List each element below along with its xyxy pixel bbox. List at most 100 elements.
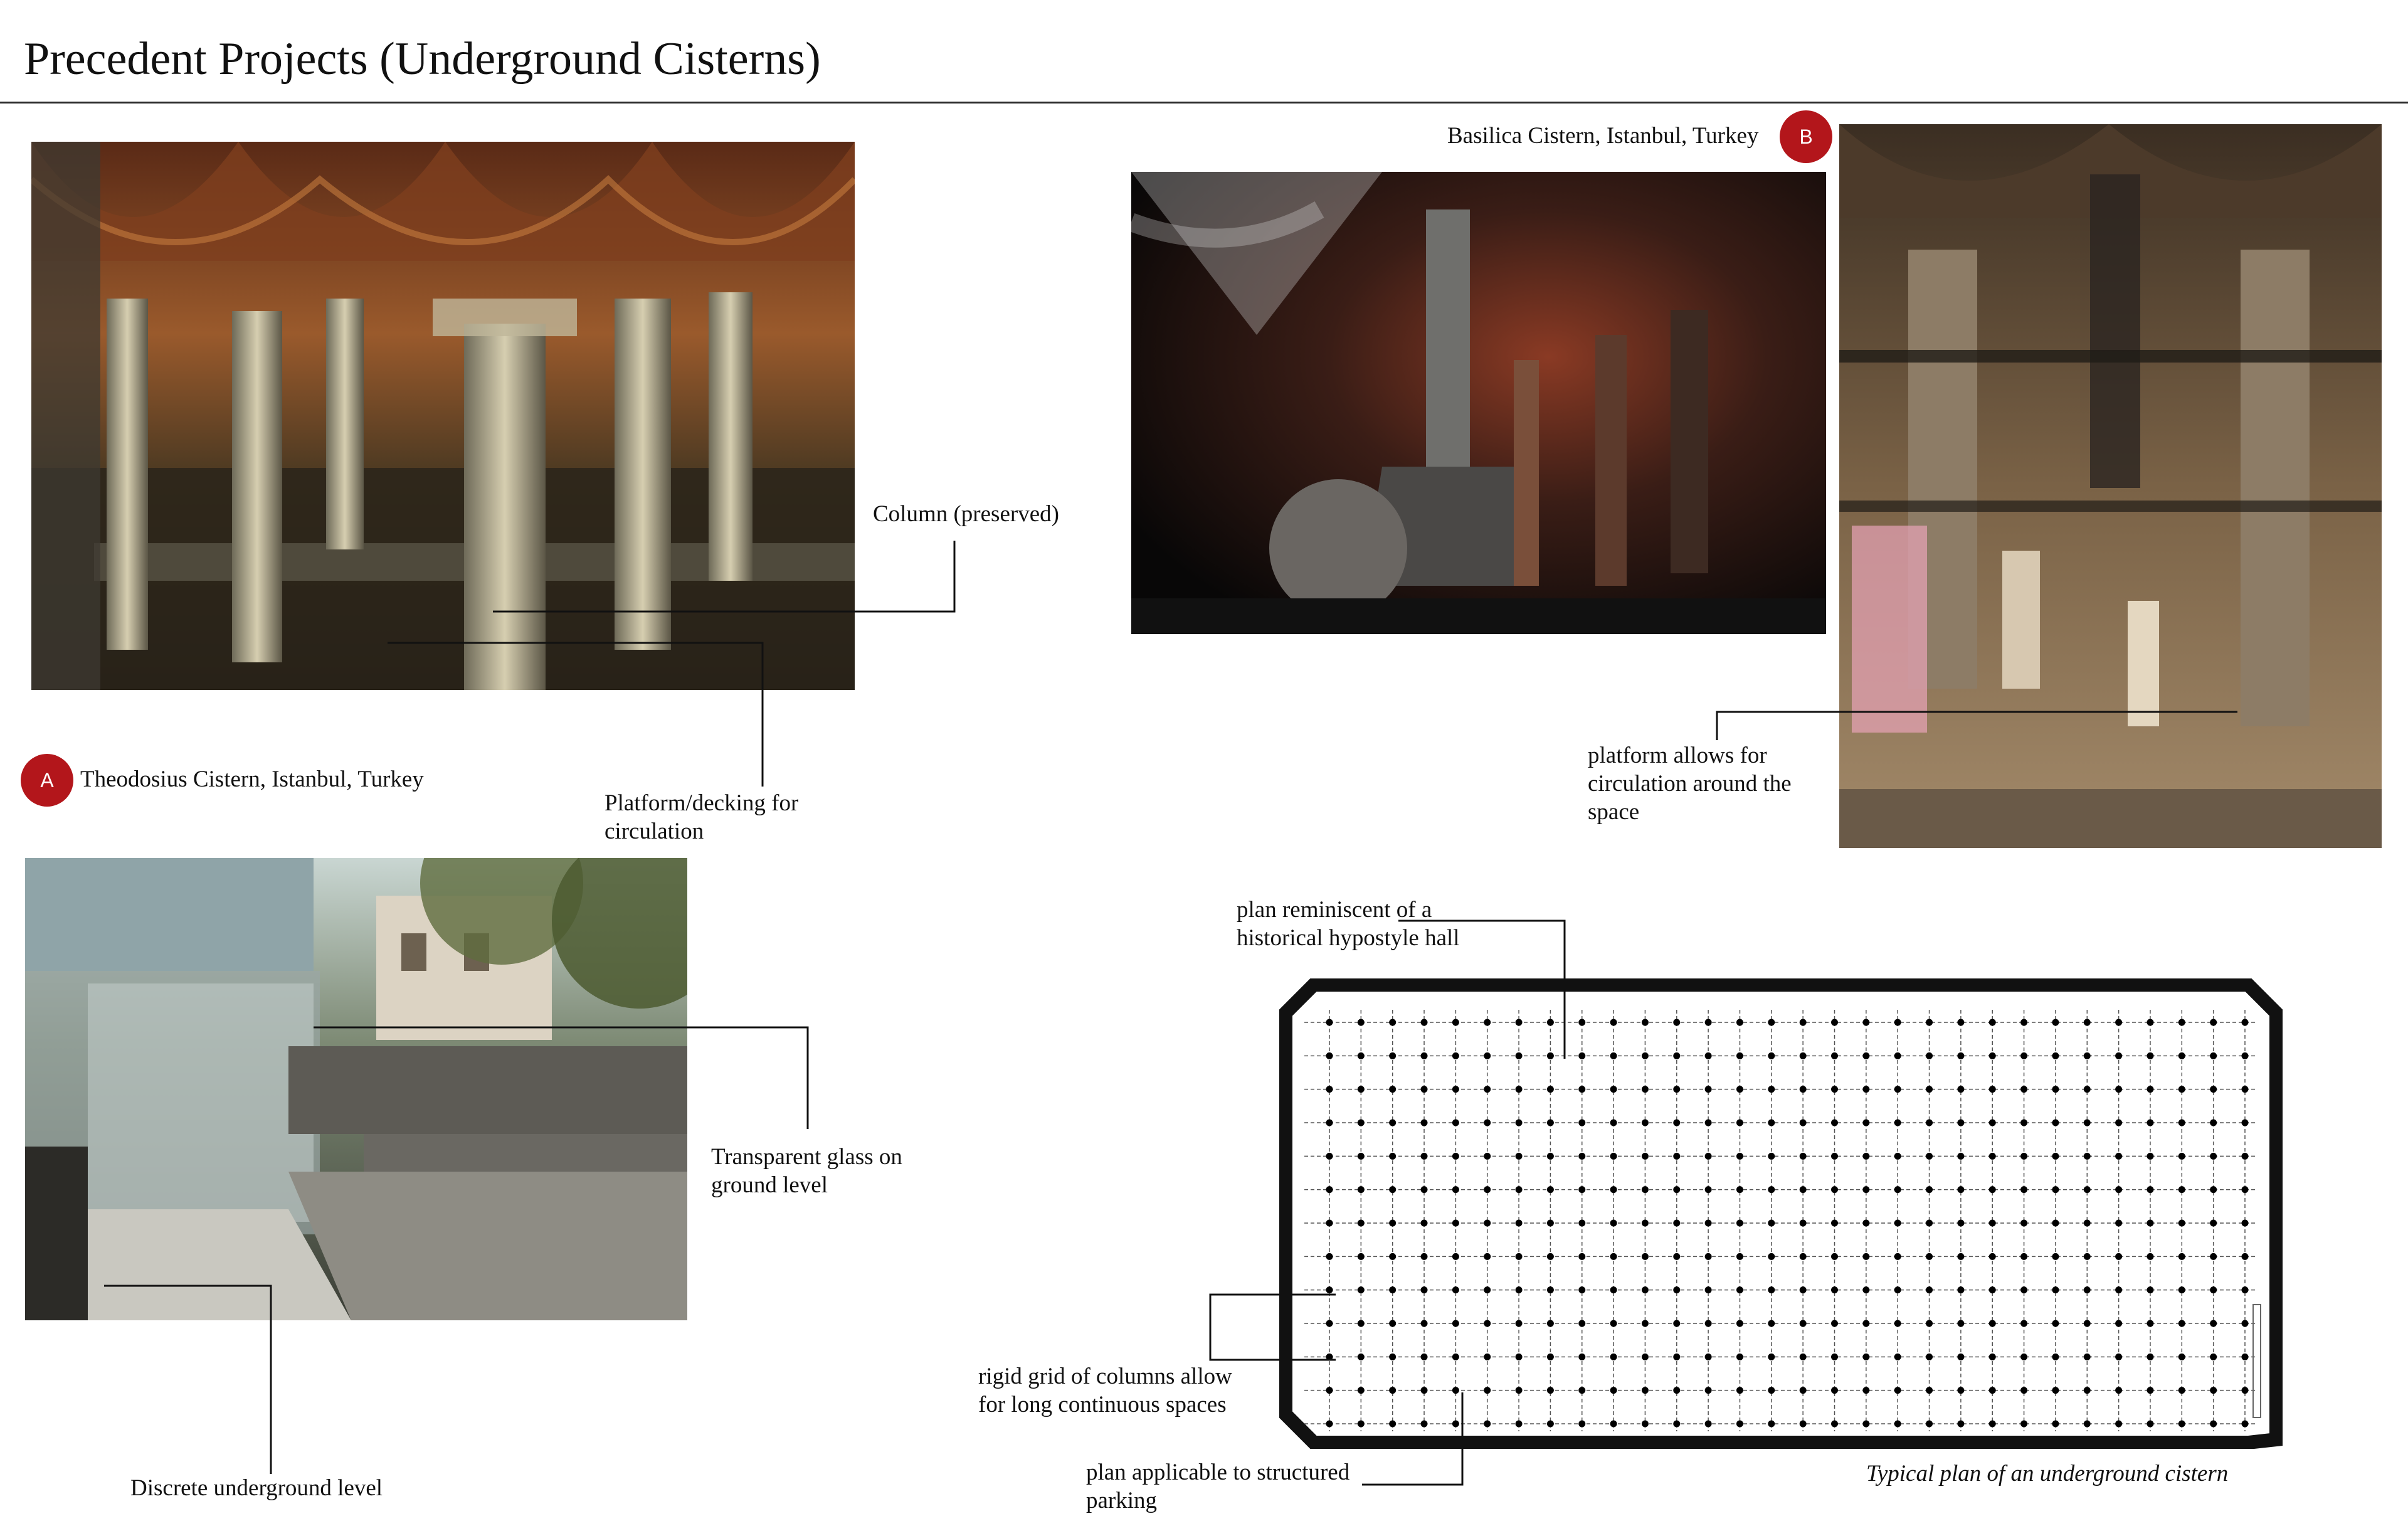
column-dot xyxy=(2147,1019,2154,1026)
column-dot xyxy=(1452,1019,1459,1026)
column-dot xyxy=(1420,1019,1428,1026)
column-dot xyxy=(1641,1152,1649,1160)
column-dot xyxy=(1799,1387,1807,1394)
column-dot xyxy=(1862,1052,1870,1059)
column-dot xyxy=(1831,1019,1839,1026)
column-dot xyxy=(1484,1152,1491,1160)
glass-annotation: Transparent glass on ground level xyxy=(711,1143,902,1199)
column-dot xyxy=(1988,1186,1996,1194)
column-dot xyxy=(1515,1420,1523,1428)
column-dot xyxy=(2052,1286,2059,1294)
column-dot xyxy=(2147,1353,2154,1360)
column-dot xyxy=(1704,1353,1712,1360)
column-dot xyxy=(2020,1253,2028,1260)
column-dot xyxy=(1578,1086,1586,1093)
platform-annotation-b-line2: circulation around the xyxy=(1588,771,1792,797)
column-dot xyxy=(1610,1320,1617,1327)
column-dot xyxy=(2115,1119,2123,1126)
column-dot xyxy=(2020,1320,2028,1327)
column-dot xyxy=(1704,1286,1712,1294)
column-dot xyxy=(1736,1286,1743,1294)
underground-annotation: Discrete underground level xyxy=(130,1475,383,1501)
column-dot xyxy=(2241,1052,2249,1059)
column-dot xyxy=(1768,1152,1775,1160)
column-dot xyxy=(1736,1186,1743,1194)
column-dot xyxy=(1768,1119,1775,1126)
column-dot xyxy=(2083,1186,2091,1194)
column-dot xyxy=(1831,1052,1839,1059)
column-dot xyxy=(1641,1353,1649,1360)
column-dot xyxy=(1799,1286,1807,1294)
column-dot xyxy=(1894,1353,1901,1360)
column-dot xyxy=(2115,1086,2123,1093)
column-dot xyxy=(1673,1320,1681,1327)
column-dot xyxy=(2115,1286,2123,1294)
column-dot xyxy=(1326,1086,1333,1093)
column-dot xyxy=(1704,1086,1712,1093)
column-dot xyxy=(1515,1387,1523,1394)
column-dot xyxy=(1926,1286,1933,1294)
column-dot xyxy=(1546,1186,1554,1194)
column-dot xyxy=(1926,1320,1933,1327)
column-dot xyxy=(1610,1019,1617,1026)
column-dot xyxy=(1988,1152,1996,1160)
column-dot xyxy=(1768,1186,1775,1194)
column-dot xyxy=(2210,1152,2217,1160)
column-dot xyxy=(2083,1253,2091,1260)
column-dot xyxy=(2147,1219,2154,1227)
column-dot xyxy=(1862,1019,1870,1026)
column-dot xyxy=(1926,1253,1933,1260)
column-dot xyxy=(1610,1086,1617,1093)
column-dot xyxy=(1578,1420,1586,1428)
column-dot xyxy=(2020,1052,2028,1059)
column-dot xyxy=(1704,1387,1712,1394)
column-dot xyxy=(2020,1086,2028,1093)
column-dot xyxy=(2052,1019,2059,1026)
column-dot xyxy=(1420,1320,1428,1327)
column-dot xyxy=(1326,1152,1333,1160)
column-dot xyxy=(1768,1286,1775,1294)
column-dot xyxy=(1578,1253,1586,1260)
column-dot xyxy=(1452,1086,1459,1093)
column-dot xyxy=(2020,1219,2028,1227)
column-dot xyxy=(2178,1387,2185,1394)
column-dot xyxy=(2210,1286,2217,1294)
title-rule xyxy=(0,102,2408,103)
column-dot xyxy=(1641,1186,1649,1194)
parking-annotation: plan applicable to structured parking xyxy=(1086,1458,1349,1515)
column-dot xyxy=(2210,1219,2217,1227)
column-dot xyxy=(1704,1186,1712,1194)
column-dot xyxy=(1704,1253,1712,1260)
column-dot xyxy=(1452,1320,1459,1327)
column-dot xyxy=(1484,1353,1491,1360)
column-dot xyxy=(2241,1219,2249,1227)
column-dot xyxy=(1799,1320,1807,1327)
grid-annotation-line2: for long continuous spaces xyxy=(978,1392,1227,1418)
column-dot xyxy=(1420,1186,1428,1194)
column-dot xyxy=(1736,1152,1743,1160)
column-dot xyxy=(1357,1253,1365,1260)
column-dot xyxy=(2083,1219,2091,1227)
column-dot xyxy=(1610,1420,1617,1428)
parking-annotation-line2: parking xyxy=(1086,1488,1158,1513)
column-dot xyxy=(1578,1019,1586,1026)
column-dot xyxy=(1515,1219,1523,1227)
column-dot xyxy=(1578,1152,1586,1160)
column-dot xyxy=(2210,1387,2217,1394)
column-dot xyxy=(1484,1320,1491,1327)
column-dot xyxy=(1799,1353,1807,1360)
column-dot xyxy=(1641,1019,1649,1026)
column-dot xyxy=(1831,1387,1839,1394)
column-dot xyxy=(1768,1219,1775,1227)
column-dot xyxy=(1831,1086,1839,1093)
column-dot xyxy=(1610,1253,1617,1260)
column-dot xyxy=(2020,1186,2028,1194)
column-dot xyxy=(1768,1052,1775,1059)
column-dot xyxy=(1799,1019,1807,1026)
column-dot xyxy=(1862,1086,1870,1093)
column-dot xyxy=(2241,1186,2249,1194)
parking-annotation-line1: plan applicable to structured xyxy=(1086,1460,1350,1485)
column-dot xyxy=(1357,1320,1365,1327)
column-dot xyxy=(1420,1086,1428,1093)
column-dot xyxy=(2178,1119,2185,1126)
